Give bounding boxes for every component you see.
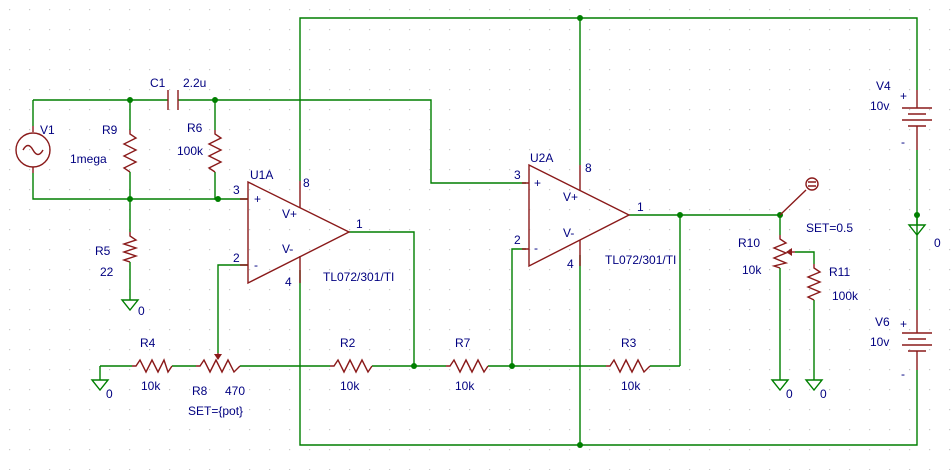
r2-value: 10k <box>340 379 360 393</box>
u2a-pin-4: 4 <box>567 257 574 271</box>
resistor-r4[interactable]: R4 10k <box>132 336 173 393</box>
u1a-pin-1: 1 <box>356 217 363 231</box>
r10-value: 10k <box>742 263 762 277</box>
opamp-u2a[interactable]: + - V+ V- U2A TL072/301/TI 3 2 1 8 4 <box>514 151 676 271</box>
v6-value: 10v <box>870 335 889 349</box>
r8-set: SET={pot} <box>188 404 243 418</box>
ground-r5: 0 <box>120 296 145 318</box>
r10-set: SET=0.5 <box>806 221 853 235</box>
u1a-pin-4: 4 <box>285 275 292 289</box>
ground-r10: 0 <box>770 379 793 401</box>
u2a-vplus-label: V+ <box>563 190 578 204</box>
v4-plus-sign: + <box>900 89 907 103</box>
u2a-pin-2: 2 <box>514 233 521 247</box>
u2a-minus-sign: - <box>534 241 538 255</box>
resistor-r6[interactable]: R6 100k <box>177 121 223 173</box>
r4-ref: R4 <box>140 336 156 350</box>
v6-plus-sign: + <box>900 317 907 331</box>
junction-dot <box>127 97 133 103</box>
junction-dot <box>577 442 583 448</box>
ground-r11: 0 <box>804 379 827 401</box>
battery-v6[interactable]: V6 10v + - <box>870 310 932 381</box>
r10-ref: R10 <box>738 236 760 250</box>
u2a-pin-1: 1 <box>637 200 644 214</box>
r6-ref: R6 <box>187 121 203 135</box>
r7-value: 10k <box>455 379 475 393</box>
r5-ref: R5 <box>95 244 111 258</box>
r8-ref: R8 <box>192 384 208 398</box>
c1-ref: C1 <box>150 76 166 90</box>
r11-ref: R11 <box>829 265 850 279</box>
v1-ref: V1 <box>40 123 55 137</box>
u2a-vminus-label: V- <box>563 226 574 240</box>
v4-value: 10v <box>870 99 889 113</box>
r5-value: 22 <box>100 265 114 279</box>
resistor-r3[interactable]: R3 10k <box>606 336 651 393</box>
junction-dot <box>509 363 515 369</box>
r3-ref: R3 <box>621 336 637 350</box>
resistor-r9[interactable]: R9 1mega <box>70 123 138 173</box>
potentiometer-r8[interactable]: R8 470 SET={pot} <box>188 353 245 418</box>
ground-r4-label: 0 <box>106 387 113 401</box>
junction-dot <box>212 97 218 103</box>
r8-value: 470 <box>225 384 245 398</box>
u1a-pin-2: 2 <box>233 251 240 265</box>
u1a-pin-8: 8 <box>303 176 310 190</box>
u2a-ref: U2A <box>530 151 553 165</box>
voltage-probe-icon[interactable] <box>779 177 819 216</box>
v6-minus-sign: - <box>901 367 905 381</box>
ground-r4: 0 <box>90 366 113 401</box>
r2-ref: R2 <box>340 336 356 350</box>
u1a-plus-sign: + <box>254 192 261 206</box>
r9-ref: R9 <box>102 123 118 137</box>
u1a-vplus-label: V+ <box>282 207 297 221</box>
u2a-pin-3: 3 <box>514 168 521 182</box>
r6-value: 100k <box>177 144 204 158</box>
junction-dot <box>577 15 583 21</box>
junction-dot <box>677 212 683 218</box>
u1a-vminus-label: V- <box>282 242 293 256</box>
potentiometer-r10[interactable]: R10 10k SET=0.5 <box>738 221 853 277</box>
u1a-minus-sign: - <box>254 258 258 272</box>
junction-dot <box>127 196 133 202</box>
wires <box>32 17 918 446</box>
resistor-r7[interactable]: R7 10k <box>446 336 489 393</box>
c1-value: 2.2u <box>183 76 206 90</box>
resistor-r11[interactable]: R11 100k <box>806 264 859 303</box>
u2a-part: TL072/301/TI <box>605 253 676 267</box>
u1a-ref: U1A <box>250 168 273 182</box>
ground-supply: 0 <box>907 215 941 250</box>
ground-r10-label: 0 <box>786 387 793 401</box>
u1a-part: TL072/301/TI <box>323 270 394 284</box>
r9-value: 1mega <box>70 152 107 166</box>
opamp-u1a[interactable]: + - V+ V- U1A TL072/301/TI 3 2 1 8 4 <box>233 168 394 289</box>
v6-ref: V6 <box>875 315 890 329</box>
voltage-source-v1[interactable]: V1 <box>15 123 55 173</box>
u2a-pin-8: 8 <box>585 161 592 175</box>
u2a-plus-sign: + <box>534 176 541 190</box>
battery-v4[interactable]: V4 10v + - <box>870 79 932 150</box>
ground-r11-label: 0 <box>820 387 827 401</box>
r7-ref: R7 <box>455 336 471 350</box>
junction-dot <box>215 196 221 202</box>
ground-r5-label: 0 <box>138 304 145 318</box>
capacitor-c1[interactable]: C1 2.2u <box>150 76 206 110</box>
v4-ref: V4 <box>876 79 891 93</box>
r11-value: 100k <box>832 289 859 303</box>
ground-supply-label: 0 <box>934 236 941 250</box>
u1a-pin-3: 3 <box>233 183 240 197</box>
r4-value: 10k <box>141 379 161 393</box>
resistor-r5[interactable]: R5 22 <box>95 232 139 279</box>
v4-minus-sign: - <box>901 135 905 149</box>
resistor-r2[interactable]: R2 10k <box>330 336 373 393</box>
r3-value: 10k <box>621 379 641 393</box>
junction-dot <box>411 363 417 369</box>
